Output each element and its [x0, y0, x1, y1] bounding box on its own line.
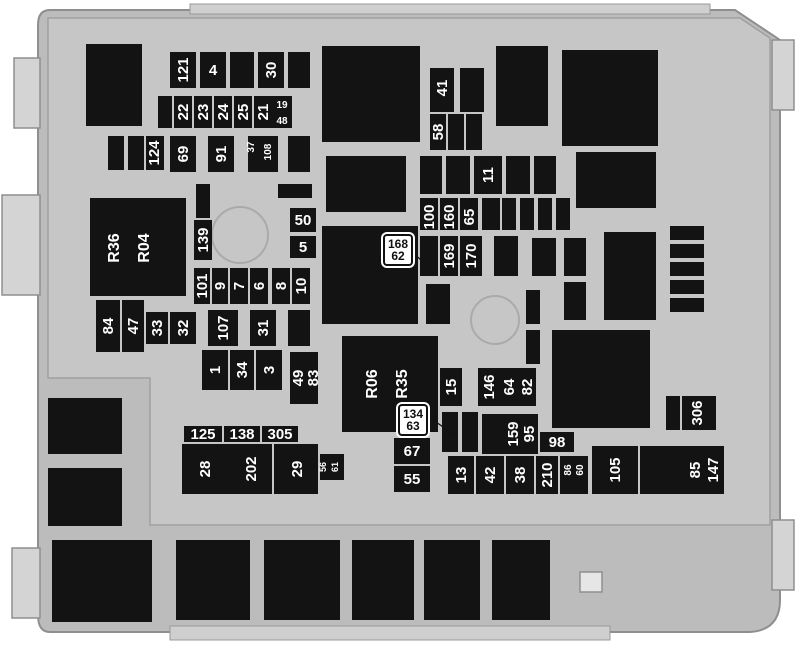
fuse-label-15: 15 — [442, 378, 460, 396]
relay-label-R35: R35 — [393, 369, 411, 399]
fuse-label-22: 22 — [174, 103, 192, 121]
fuse-label-50: 50 — [294, 211, 312, 229]
fuse-label-34: 34 — [233, 361, 251, 379]
fuse-label-10: 10 — [292, 277, 310, 295]
fuse-label-67: 67 — [403, 442, 421, 460]
fuse-label-38: 38 — [511, 466, 529, 484]
fuse-label-30: 30 — [262, 61, 280, 79]
callout-134-63: 134 63 — [398, 404, 429, 436]
fuse-label-61: 61 — [329, 462, 340, 473]
fuse-label-98: 98 — [548, 433, 566, 451]
callout-label-134: 134 — [403, 407, 424, 421]
fuse-label-125: 125 — [190, 425, 216, 443]
fuse-label-83: 83 — [304, 369, 322, 387]
relay-label-R04: R04 — [135, 233, 153, 263]
fuse-label-23: 23 — [194, 103, 212, 121]
fuse-label-147: 147 — [704, 457, 722, 483]
fuse-label-84: 84 — [99, 317, 117, 335]
fuse-label-202: 202 — [242, 456, 260, 482]
fuse-label-170: 170 — [462, 243, 480, 269]
fuse-label-5: 5 — [298, 238, 308, 256]
fuse-label-49: 49 — [289, 369, 307, 387]
fuse-label-58: 58 — [429, 123, 447, 141]
fuse-label-160: 160 — [440, 204, 458, 230]
fuse-label-21: 21 — [254, 103, 272, 121]
callout-label-63: 63 — [406, 419, 420, 433]
callout-label-168: 168 — [388, 237, 409, 251]
callout-label-62: 62 — [391, 249, 405, 263]
fuse-label-11: 11 — [479, 167, 497, 183]
fuse-label-139: 139 — [194, 227, 212, 253]
fuse-label-64: 64 — [500, 378, 518, 396]
fuse-label-13: 13 — [452, 466, 470, 484]
fuse-label-56: 56 — [317, 462, 328, 473]
fuse-label-108: 108 — [262, 143, 274, 161]
fuse-label-69: 69 — [174, 145, 192, 163]
fuse-label-85: 85 — [686, 461, 704, 479]
fuse-label-105: 105 — [606, 457, 624, 483]
fuse-label-31: 31 — [254, 319, 272, 337]
fuse-label-32: 32 — [174, 319, 192, 337]
fuse-label-210: 210 — [538, 462, 556, 488]
fuse-label-48: 48 — [276, 115, 288, 127]
fuse-label-28: 28 — [196, 460, 214, 478]
fuse-label-29: 29 — [288, 460, 306, 478]
fuse-label-305: 305 — [267, 425, 293, 443]
fuse-label-33: 33 — [148, 319, 166, 337]
fuse-label-55: 55 — [403, 470, 421, 488]
fuse-label-47: 47 — [124, 317, 142, 335]
fuse-label-169: 169 — [440, 243, 458, 269]
fuse-label-19: 19 — [276, 99, 288, 111]
callout-168-62: 168 62 — [383, 234, 414, 266]
fuse-label-4: 4 — [208, 61, 218, 79]
fuse-label-41: 41 — [433, 79, 451, 97]
fuse-label-124: 124 — [145, 140, 163, 166]
fuse-label-1: 1 — [206, 365, 224, 375]
fuse-label-95: 95 — [520, 425, 538, 443]
fuse-label-42: 42 — [481, 466, 499, 484]
fuse-label-60: 60 — [574, 464, 586, 476]
fuse-label-306: 306 — [688, 400, 706, 426]
components — [48, 44, 724, 622]
fuse-label-37: 37 — [245, 141, 257, 153]
fuse-label-91: 91 — [212, 145, 230, 163]
fuse-label-82: 82 — [518, 378, 536, 396]
fuse-label-146: 146 — [480, 374, 498, 400]
fuse-label-24: 24 — [214, 103, 232, 121]
fuse-label-138: 138 — [229, 425, 255, 443]
fuse-label-65: 65 — [460, 208, 478, 226]
fuse-label-25: 25 — [234, 103, 252, 121]
fuse-label-121: 121 — [174, 57, 192, 83]
fuse-label-100: 100 — [420, 204, 438, 230]
fuse-label-3: 3 — [260, 365, 278, 375]
fuse-label-107: 107 — [214, 315, 232, 341]
